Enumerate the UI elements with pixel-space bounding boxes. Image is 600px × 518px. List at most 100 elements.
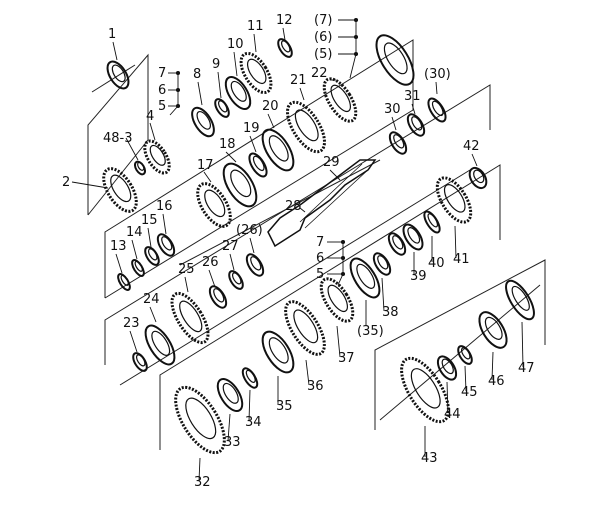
leader-l45 bbox=[464, 365, 467, 392]
part-16-bearing-outline bbox=[156, 233, 176, 257]
callout-label-l33: 33 bbox=[224, 435, 241, 450]
leader-lines bbox=[71, 17, 524, 482]
part-32-gear-bore bbox=[185, 397, 217, 440]
callout-label-l48_3: 48-3 bbox=[103, 131, 133, 146]
part-26-bearing bbox=[245, 253, 265, 277]
callout-label-l38: 38 bbox=[382, 305, 399, 320]
part-32-gear-outline bbox=[174, 385, 226, 455]
callout-label-l1: 1 bbox=[108, 27, 116, 42]
callout-label-l32: 32 bbox=[194, 475, 211, 490]
part-40-ring bbox=[423, 210, 441, 234]
part-35-ring bbox=[349, 257, 381, 299]
part-35-ring-outline bbox=[349, 257, 381, 299]
callout-label-lp30: (30) bbox=[424, 67, 451, 82]
callout-label-l31: 31 bbox=[404, 89, 421, 104]
part-24-ring bbox=[144, 324, 176, 366]
part-44-ring-outline bbox=[436, 355, 458, 381]
part-46-bearing-outline bbox=[478, 311, 508, 349]
callout-label-lp7: (7) bbox=[314, 13, 332, 28]
part-34-ring bbox=[241, 367, 259, 389]
leader-l25 bbox=[184, 276, 189, 293]
part-1-bearing-cap bbox=[106, 60, 130, 90]
callout-label-l5b: 5 bbox=[316, 267, 324, 282]
callout-label-lp5: (5) bbox=[314, 47, 332, 62]
part-30-ring-large-outline bbox=[375, 34, 415, 86]
part-47-snap-ring bbox=[505, 279, 535, 321]
frame-main-middle bbox=[104, 84, 491, 365]
callout-label-l28: 28 bbox=[285, 199, 302, 214]
callout-label-l20: 20 bbox=[262, 99, 279, 114]
part-43-gear bbox=[400, 356, 450, 424]
part-4-input-gear bbox=[143, 139, 171, 175]
callout-label-l47: 47 bbox=[518, 361, 535, 376]
callout-label-lp35: (35) bbox=[357, 324, 384, 339]
part-23-ring-outline bbox=[132, 352, 148, 372]
callout-label-l17: 17 bbox=[197, 158, 214, 173]
part-24-ring-outline bbox=[144, 324, 176, 366]
part-20-ring-bore bbox=[268, 135, 289, 162]
part-21-gear-outline bbox=[286, 100, 326, 154]
part-30-ring-large-bore bbox=[383, 42, 408, 75]
callout-label-l10: 10 bbox=[227, 37, 244, 52]
leader-l19 bbox=[249, 135, 257, 153]
callout-label-l23: 23 bbox=[123, 316, 140, 331]
leader-l38 bbox=[381, 277, 385, 312]
part-4-input-gear-outline bbox=[143, 139, 171, 175]
callout-label-l46: 46 bbox=[488, 374, 505, 389]
part-31-ring bbox=[406, 113, 426, 137]
part-30b-ring-bore bbox=[393, 134, 405, 149]
part-16-bearing-bore bbox=[161, 236, 173, 251]
part-30-bearing bbox=[427, 97, 447, 123]
callout-label-lp6: (6) bbox=[314, 30, 332, 45]
part-41-gear-outline bbox=[435, 176, 473, 224]
callout-label-l21: 21 bbox=[290, 73, 307, 88]
part-21-gear bbox=[286, 100, 326, 154]
callout-label-l8: 8 bbox=[193, 67, 201, 82]
leader-l34 bbox=[248, 389, 251, 422]
leader-l37 bbox=[336, 325, 341, 358]
part-25-gear-bore bbox=[179, 300, 203, 333]
leader-l23 bbox=[129, 330, 138, 353]
part-8-ring-bore bbox=[196, 110, 211, 130]
leader-l41 bbox=[454, 225, 457, 259]
part-22-synchronizer bbox=[322, 77, 358, 123]
callout-label-l6b: 6 bbox=[316, 251, 324, 266]
leader-l18 bbox=[225, 151, 237, 163]
part-20-ring-outline bbox=[261, 128, 295, 172]
part-16-bearing bbox=[156, 233, 176, 257]
frame-input-shaft bbox=[87, 53, 149, 215]
frame-edge bbox=[87, 139, 149, 216]
leader-l46 bbox=[491, 351, 494, 381]
part-30b-ring bbox=[388, 131, 408, 155]
axis-lower bbox=[119, 169, 471, 386]
part-33-bearing bbox=[216, 378, 244, 412]
callout-label-l43: 43 bbox=[421, 451, 438, 466]
part-19-ring bbox=[248, 152, 268, 178]
callout-label-l34: 34 bbox=[245, 415, 262, 430]
leader-l17 bbox=[203, 171, 212, 183]
callout-label-l18: 18 bbox=[219, 137, 236, 152]
callout-label-l15: 15 bbox=[141, 213, 158, 228]
part-39b-ring-outline bbox=[387, 232, 407, 256]
part-47-snap-ring-outline bbox=[505, 279, 535, 321]
leader-lp30 bbox=[435, 81, 438, 95]
bracket-line bbox=[349, 20, 357, 79]
part-14-ring-bore bbox=[134, 260, 143, 272]
callout-label-l13: 13 bbox=[110, 239, 127, 254]
callout-label-l22: 22 bbox=[311, 66, 328, 81]
part-43-gear-outline bbox=[400, 356, 450, 424]
axis-input bbox=[91, 64, 136, 93]
part-45-washer-bore bbox=[460, 347, 471, 360]
leader-l12 bbox=[282, 27, 286, 41]
part-4-input-gear-bore bbox=[149, 144, 166, 166]
part-39b-ring bbox=[387, 232, 407, 256]
callout-label-l25: 25 bbox=[178, 262, 195, 277]
part-19-ring-outline bbox=[248, 152, 268, 178]
part-36-gear bbox=[284, 300, 326, 356]
part-2-bearing-outline bbox=[102, 167, 138, 213]
leader-l1 bbox=[112, 41, 118, 61]
part-35-ring-bore bbox=[356, 263, 376, 289]
leader-l8 bbox=[197, 81, 203, 106]
part-15-ring-outline bbox=[144, 246, 160, 266]
